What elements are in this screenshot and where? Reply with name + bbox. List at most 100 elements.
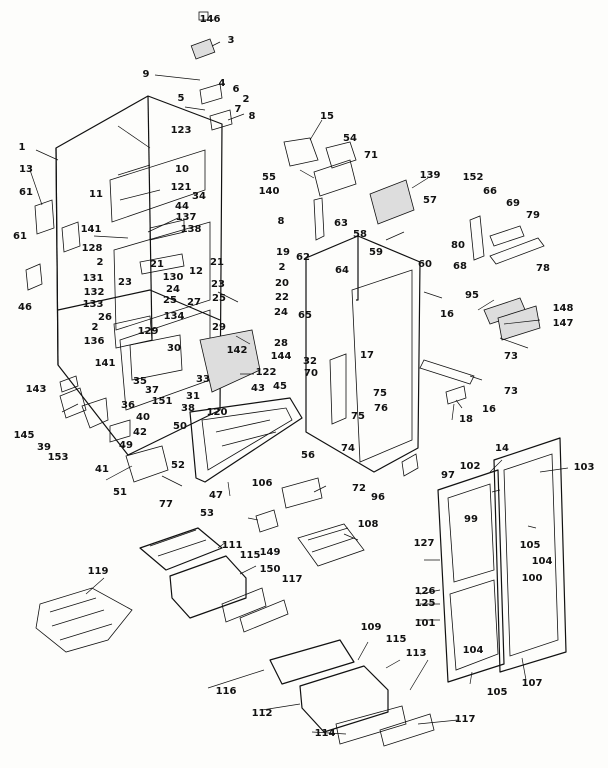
callout-128: 128 <box>81 243 103 254</box>
callout-109: 119 <box>87 566 109 577</box>
callout-49: 50 <box>173 421 187 432</box>
callout-121: 121 <box>170 182 192 193</box>
callout-60: 58 <box>353 229 367 240</box>
callout-53: 77 <box>159 499 173 510</box>
callout-24: 24 <box>166 284 180 295</box>
callout-1: 1 <box>18 142 26 153</box>
callout-68: 80 <box>451 240 465 251</box>
callout-44: 44 <box>175 201 189 212</box>
callout-40: 39 <box>37 442 51 453</box>
callout-7: 7 <box>234 104 242 115</box>
callout-25: 25 <box>163 295 177 306</box>
cabinet-outline <box>55 95 223 456</box>
callout-118: 117 <box>454 714 476 725</box>
callout-2c: 2 <box>278 262 286 273</box>
callout-11: 11 <box>89 189 103 200</box>
callout-34: 141 <box>94 358 116 369</box>
callout-3: 3 <box>227 35 235 46</box>
fresh-food-door-gasket <box>493 437 567 673</box>
callout-105: 99 <box>464 514 478 525</box>
callout-99: 103 <box>573 462 595 473</box>
callout-47: 53 <box>200 508 214 519</box>
callout-6: 6 <box>232 84 240 95</box>
callout-2b: 2 <box>96 257 104 268</box>
callout-80: 79 <box>526 210 540 221</box>
callout-149: 108 <box>357 519 379 530</box>
callout-29: 29 <box>212 322 226 333</box>
callout-143: 122 <box>255 367 277 378</box>
callout-61: 61 <box>19 187 33 198</box>
callout-104b: 101 <box>414 618 436 629</box>
callout-56: 76 <box>374 403 388 414</box>
callout-12: 12 <box>189 266 203 277</box>
callout-122: 33 <box>196 374 210 385</box>
callout-16b: 73 <box>504 386 518 397</box>
callout-139: 140 <box>258 186 280 197</box>
callout-23: 23 <box>118 277 132 288</box>
callout-95: 97 <box>441 470 455 481</box>
callout-126: 104 <box>531 556 553 567</box>
callout-104: 127 <box>413 538 435 549</box>
callout-73b: 73 <box>504 351 518 362</box>
callout-69: 66 <box>483 186 497 197</box>
callout-116: 113 <box>405 648 427 659</box>
callout-25b: 25 <box>212 293 226 304</box>
callout-119: 117 <box>281 574 303 585</box>
callout-58: 57 <box>423 195 437 206</box>
freezer-liner <box>283 137 421 477</box>
callout-76: 75 <box>351 411 365 422</box>
callout-137: 137 <box>175 212 197 223</box>
callout-32: 17 <box>360 350 374 361</box>
callout-37: 151 <box>151 396 173 407</box>
callout-97: 96 <box>371 492 385 503</box>
fresh-food-door <box>189 397 303 483</box>
callout-72: 74 <box>341 443 355 454</box>
callout-20: 20 <box>275 278 289 289</box>
callout-2d: 26 <box>98 312 112 323</box>
callout-23b: 23 <box>211 279 225 290</box>
callout-30: 34 <box>192 191 206 202</box>
callout-42: 153 <box>47 452 69 463</box>
callout-77: 51 <box>113 487 127 498</box>
callout-4: 4 <box>218 78 226 89</box>
callout-131: 131 <box>82 273 104 284</box>
callout-153: 40 <box>136 412 150 423</box>
callout-73: 148 <box>552 303 574 314</box>
callout-112: 116 <box>215 686 237 697</box>
callout-21b: 21 <box>210 257 224 268</box>
callout-148: 147 <box>552 318 574 329</box>
callout-62: 59 <box>369 247 383 258</box>
callout-120: 47 <box>209 490 223 501</box>
callout-14: 18 <box>459 414 473 425</box>
callout-33: 28 <box>274 338 288 349</box>
callout-79: 69 <box>506 198 520 209</box>
callout-152: 95 <box>465 290 479 301</box>
callout-24b: 24 <box>274 307 288 318</box>
callout-31: 38 <box>181 403 195 414</box>
callout-102: 14 <box>495 443 509 454</box>
callout-38: 36 <box>121 400 135 411</box>
callout-101: 125 <box>414 598 436 609</box>
callout-8b: 8 <box>277 216 285 227</box>
callout-151: 143 <box>25 384 47 395</box>
callout-75b: 75 <box>373 388 387 399</box>
callout-147: 16 <box>440 309 454 320</box>
callout-2: 2 <box>242 94 250 105</box>
callout-123: 123 <box>170 125 192 136</box>
callout-115: 111 <box>221 540 243 551</box>
callout-66: 152 <box>462 172 484 183</box>
callout-111: 149 <box>259 547 281 558</box>
freezer-door-gasket <box>437 469 505 683</box>
callout-17: 63 <box>334 218 348 229</box>
callout-71: 54 <box>343 133 357 144</box>
callout-114: 112 <box>251 708 273 719</box>
callout-36: 35 <box>133 376 147 387</box>
callout-57: 139 <box>419 170 441 181</box>
callout-78: 68 <box>453 261 467 272</box>
callout-106: 107 <box>521 678 543 689</box>
callout-140: 55 <box>262 172 276 183</box>
callout-142: 30 <box>167 343 181 354</box>
callout-132: 132 <box>83 287 105 298</box>
callout-28: 144 <box>270 351 292 362</box>
